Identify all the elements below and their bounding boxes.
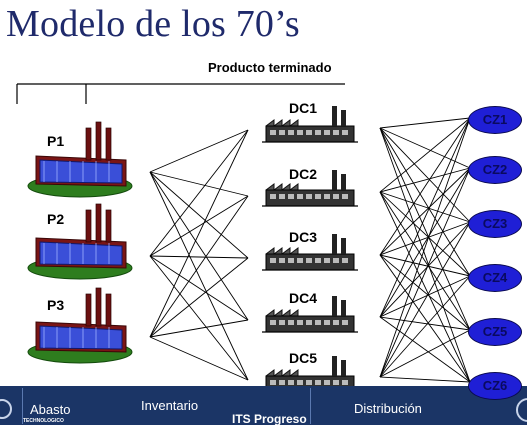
dc-label-2: DC2 [289, 166, 318, 182]
dc-zone-link [379, 191, 471, 277]
plant-dc-link [149, 171, 249, 197]
dc-label-3: DC3 [289, 229, 318, 245]
warehouse-icon [262, 170, 358, 207]
customer-zone-5: CZ5 [468, 318, 522, 346]
plant-dc-link [149, 171, 249, 321]
finished-product-bracket [16, 83, 345, 104]
footer-item-inventario[interactable]: Inventario [141, 398, 199, 413]
customer-zone-1: CZ1 [468, 106, 522, 134]
dc-zone-link [379, 191, 471, 223]
dc-zone-link [379, 167, 471, 193]
dc-label-4: DC4 [289, 290, 318, 306]
plant-dc-link [149, 255, 249, 259]
dc-zone-link [379, 191, 471, 383]
dc-zone-link [379, 127, 471, 277]
customer-zone-6: CZ6 [468, 372, 522, 400]
dc-zone-link [379, 167, 471, 256]
dc-zone-link [379, 117, 471, 256]
customer-zone-4: CZ4 [468, 264, 522, 292]
dc-zone-link [379, 117, 471, 378]
warehouse-icon [262, 106, 358, 143]
dc-label-5: DC5 [289, 350, 318, 366]
dc-zone-links [379, 117, 471, 383]
dc-zone-link [379, 254, 471, 277]
dc-zone-link [379, 275, 471, 318]
footer-bar [0, 386, 527, 425]
dc-zone-link [379, 254, 471, 331]
footer-divider [22, 388, 23, 424]
dc-zone-link [379, 376, 471, 383]
footer-sub-text: TECHNOLOGICO [23, 418, 64, 424]
warehouse-icon [262, 296, 358, 333]
dc-zone-link [379, 117, 471, 193]
dc-zone-link [379, 275, 471, 378]
dc-zone-link [379, 191, 471, 331]
plant-label-p2: P2 [47, 211, 65, 227]
plant-dc-link [149, 171, 249, 259]
dc-zone-link [379, 167, 471, 318]
dc-zone-link [379, 329, 471, 378]
plant-dc-link [149, 195, 249, 338]
plant-dc-link [149, 195, 249, 257]
dc-label-1: DC1 [289, 100, 318, 116]
plant-dc-link [149, 129, 249, 257]
plant-dc-link [149, 336, 249, 381]
plant-dc-link [149, 129, 249, 338]
factory-icon [27, 203, 133, 280]
footer-item-distribucion[interactable]: Distribución [354, 401, 422, 416]
dc-zone-link [379, 127, 471, 223]
factory-icon [27, 287, 133, 364]
customer-zone-3: CZ3 [468, 210, 522, 238]
dc-zone-link [379, 316, 471, 331]
dc-zone-link [379, 254, 471, 383]
plant-dc-links [149, 129, 249, 381]
footer-divider [310, 388, 311, 424]
slide-title: Modelo de los 70’s [6, 3, 300, 45]
dc-zone-link [379, 221, 471, 318]
plant-dc-link [149, 129, 249, 173]
factory-icon [27, 121, 133, 198]
plant-dc-link [149, 171, 249, 381]
dc-zone-link [379, 117, 471, 129]
dc-zone-link [379, 221, 471, 256]
dc-zone-link [379, 127, 471, 331]
logo-icon [0, 399, 12, 419]
footer-partial-text: ITS Progreso [232, 412, 307, 426]
plant-dc-link [149, 255, 249, 381]
dc-zone-link [379, 221, 471, 378]
dc-zone-link [379, 117, 471, 318]
plant-label-p1: P1 [47, 133, 65, 149]
warehouse-icon [262, 234, 358, 271]
finished-product-label: Producto terminado [208, 60, 332, 75]
customer-zone-2: CZ2 [468, 156, 522, 184]
plant-label-p3: P3 [47, 297, 65, 313]
dc-zone-link [379, 316, 471, 383]
plant-dc-link [149, 255, 249, 321]
plant-dc-link [149, 319, 249, 338]
dc-zone-link [379, 167, 471, 378]
plant-dc-link [149, 257, 249, 338]
footer-item-abasto[interactable]: Abasto [30, 402, 71, 417]
dc-zone-link [379, 127, 471, 383]
